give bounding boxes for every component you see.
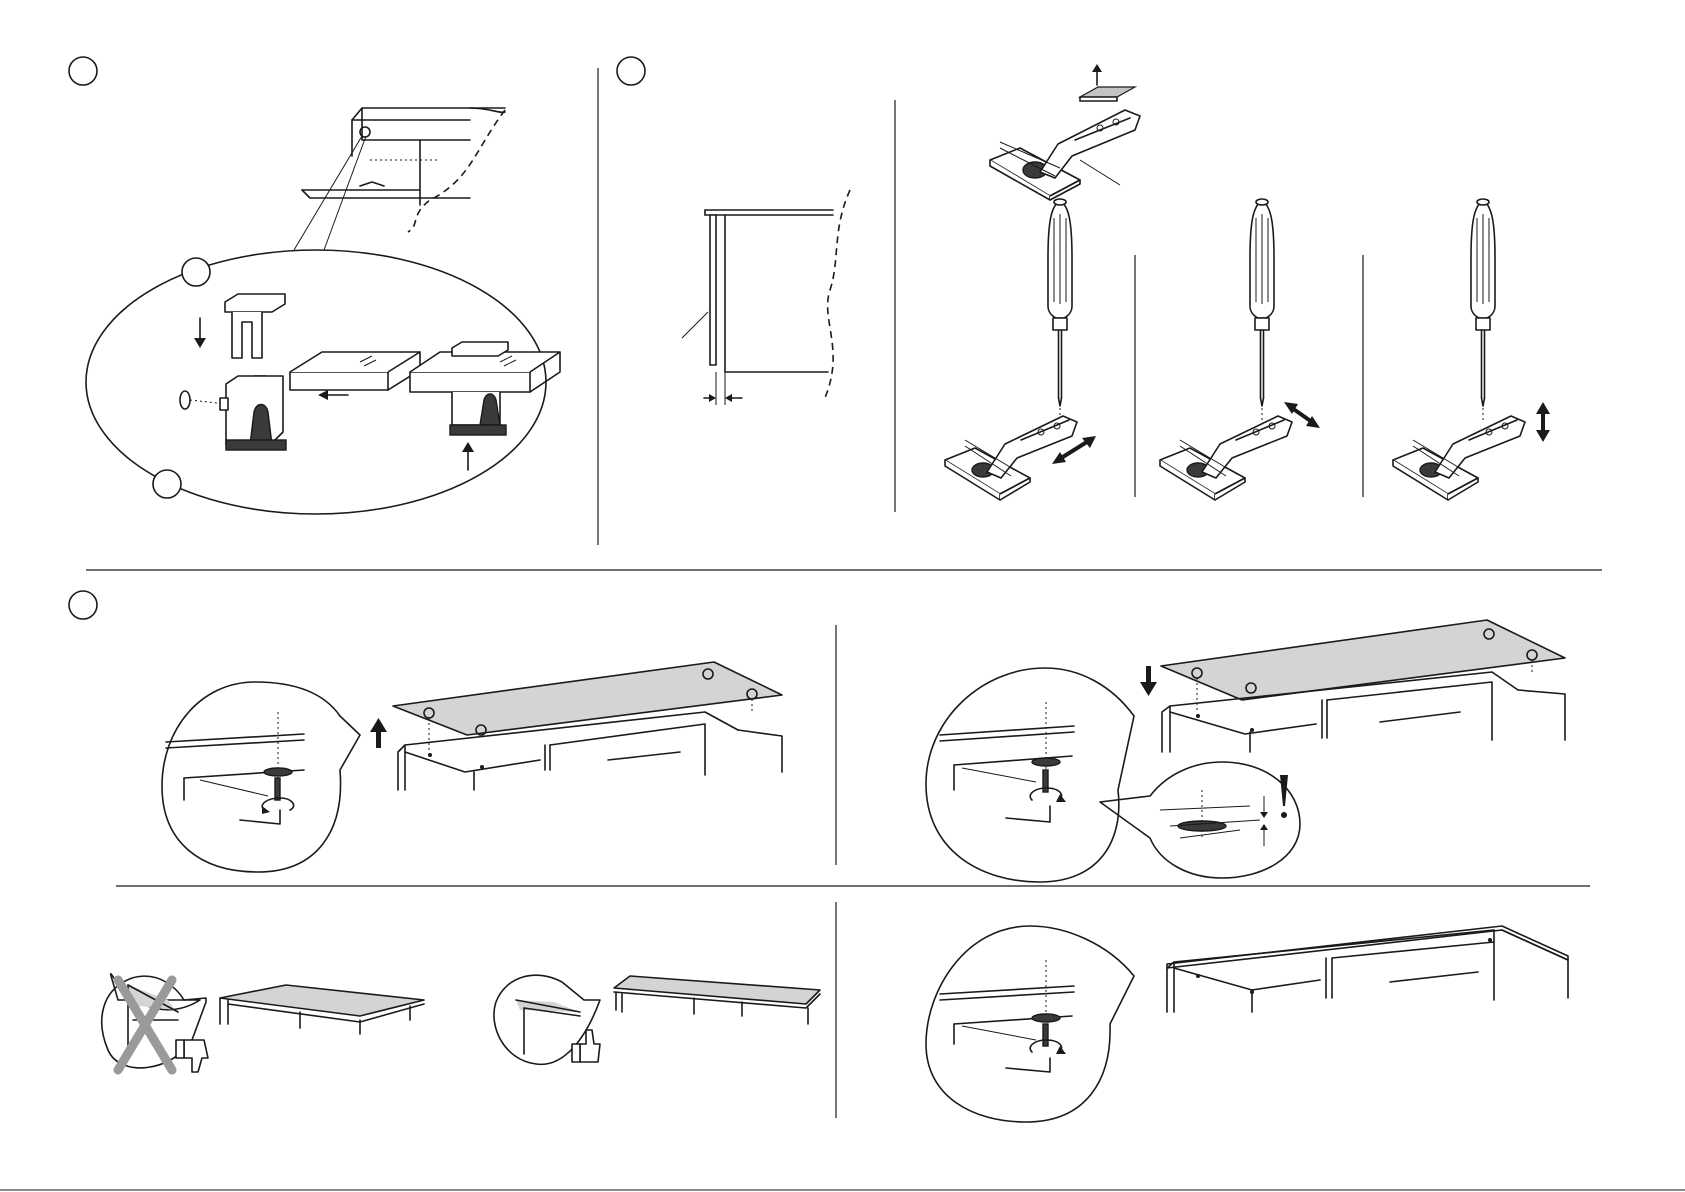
hinge-cover-removal <box>990 64 1140 200</box>
detail-circle-screw <box>926 668 1134 882</box>
glass-shelf-piece <box>290 352 420 390</box>
double-arrow-icon <box>1536 402 1550 442</box>
thumbs-down-icon <box>176 1040 208 1072</box>
screwdriver-icon <box>1250 199 1274 406</box>
hex-key-icon <box>1006 806 1050 822</box>
hinge-depth-adjust <box>945 199 1096 500</box>
warning-exclamation-icon <box>1280 775 1288 818</box>
assembled-clip-illustration <box>410 342 560 435</box>
step-marker-a <box>69 57 97 85</box>
detail-circle-unscrew <box>162 682 360 872</box>
cabinet-with-glass-top <box>393 662 782 790</box>
screwdriver-icon <box>1471 199 1495 406</box>
arrow-up-icon <box>370 718 387 748</box>
arrow-up-icon <box>462 442 474 470</box>
arrow-down-icon <box>1140 666 1157 696</box>
hex-key-icon <box>1006 1058 1050 1072</box>
gap-dimension-arrows <box>704 372 742 405</box>
hinge-icon <box>1160 416 1292 500</box>
panel-glass-orientation <box>102 974 820 1072</box>
cabinet-glass-assembled <box>1167 926 1568 1012</box>
arrow-down-icon <box>194 318 206 348</box>
thumbs-up-icon <box>572 1030 600 1062</box>
panel-clip-installation <box>86 108 560 514</box>
arrow-up-icon <box>1092 64 1102 85</box>
cabinet-with-glass-top <box>1161 620 1565 752</box>
panel-glass-placement <box>926 620 1565 882</box>
detail-circle-gap-check <box>1100 762 1300 878</box>
panel-door-gap <box>682 190 850 405</box>
hinge-side-adjust <box>1160 199 1320 500</box>
callout-marker-1 <box>182 258 210 286</box>
arrow-left-icon <box>318 390 348 400</box>
leader-line <box>682 312 708 338</box>
hinge-height-adjust <box>1393 199 1550 500</box>
panel-glass-removal <box>162 662 782 872</box>
orientation-correct <box>494 975 820 1064</box>
step-marker-b <box>617 57 645 85</box>
clip-cap-part <box>225 294 285 358</box>
panel-hinge-adjustment <box>945 64 1550 500</box>
clip-base-part <box>220 376 286 450</box>
zoom-line-right <box>324 136 366 250</box>
panel-glass-fixed <box>926 926 1568 1122</box>
detail-circle-tighten <box>926 926 1134 1122</box>
hex-key-icon <box>240 810 280 824</box>
step-marker-c <box>69 591 97 619</box>
screwdriver-icon <box>1048 199 1072 406</box>
cabinet-corner-illustration <box>302 108 505 232</box>
orientation-wrong <box>102 974 424 1072</box>
screw-hole-icon <box>180 391 190 409</box>
hinge-icon <box>1393 416 1525 500</box>
gap-dimension-arrows <box>1260 796 1268 846</box>
callout-marker-2 <box>153 470 181 498</box>
